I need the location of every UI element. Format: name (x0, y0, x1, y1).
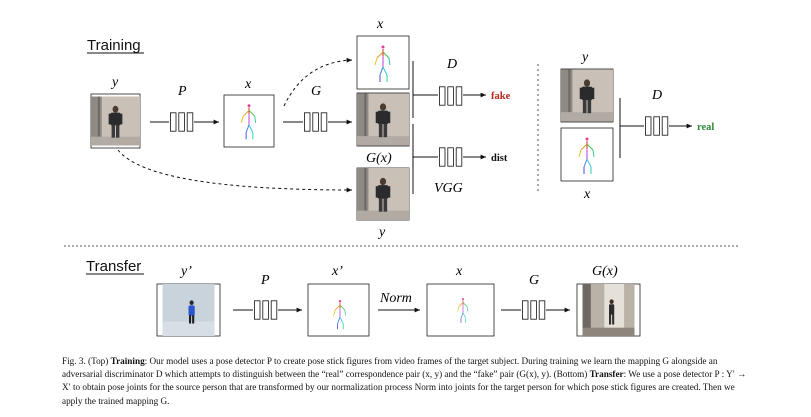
transfer-label-Norm: Norm (379, 291, 412, 306)
train-label-G: G (311, 84, 321, 99)
caption-transfer-bold: Transfer (589, 369, 624, 380)
train-label-Gx: G(x) (366, 151, 392, 166)
caption-top-marker: (Top) (88, 356, 109, 366)
transfer-net-G (522, 300, 546, 320)
train-label-x: x (244, 77, 252, 92)
train-label-dist: dist (491, 153, 508, 164)
caption-line-1: : Our model uses a pose detector P to cr… (62, 356, 718, 380)
train-label-D: D (446, 57, 457, 72)
train-label-y-right: y (580, 50, 589, 65)
train-label-VGG: VGG (434, 181, 463, 196)
transfer-photo-Gx (576, 283, 641, 337)
caption-bottom-marker: (Bottom) (553, 369, 588, 380)
train-label-real: real (697, 122, 714, 133)
train-label-fake: fake (491, 91, 511, 102)
train-label-y: y (110, 75, 119, 90)
transfer-label-P: P (260, 273, 270, 288)
caption-line-2: : We use a pose detector P : Y′ → X′ to … (62, 369, 747, 406)
training-heading: Training (87, 37, 141, 54)
train-label-P: P (177, 84, 187, 99)
caption-fig-number: Fig. 3. (62, 356, 86, 366)
train-stick-right (560, 127, 614, 182)
transfer-label-x: x (455, 264, 463, 279)
train-net-D (439, 86, 463, 106)
transfer-heading: Transfer (86, 258, 141, 275)
transfer-photo-yprime (156, 283, 221, 337)
train-label-D-right: D (651, 88, 662, 103)
figure-caption: Fig. 3. (Top) Training: Our model uses a… (62, 355, 752, 408)
train-photo-y-bottom (356, 167, 410, 221)
train-stick-x (223, 94, 275, 148)
dashed-y-to-bottom (117, 149, 353, 193)
train-net-VGG (439, 147, 463, 167)
transfer-stick-x (426, 283, 495, 337)
transfer-label-Gx: G(x) (592, 264, 618, 279)
train-photo-y-right (560, 68, 614, 123)
train-label-x-top: x (376, 17, 384, 32)
transfer-label-xprime: x’ (331, 264, 343, 279)
train-net-D-right (645, 116, 669, 136)
dashed-x-to-top (283, 57, 353, 107)
transfer-stick-xprime (307, 283, 370, 337)
transfer-label-yprime: y’ (179, 264, 192, 279)
train-photo-Gx (356, 92, 410, 147)
transfer-net-P (254, 300, 278, 320)
caption-training-bold: Training (110, 356, 145, 366)
train-stick-top (356, 35, 410, 90)
train-net-G (304, 112, 328, 132)
train-photo-y (90, 93, 141, 149)
transfer-label-G: G (529, 273, 539, 288)
train-label-y-bottom: y (377, 225, 386, 240)
train-label-x-right: x (583, 187, 591, 202)
train-net-P (170, 112, 194, 132)
